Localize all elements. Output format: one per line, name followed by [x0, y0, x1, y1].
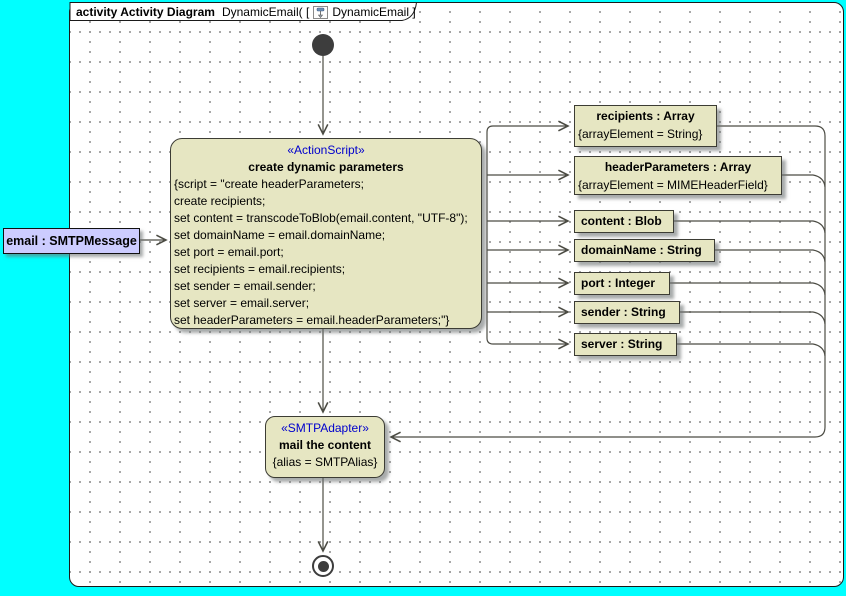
frame-heading: activity Activity Diagram DynamicEmail( …: [76, 4, 416, 20]
frame-heading-kind: activity Activity Diagram: [76, 5, 215, 19]
output-pin-sender-label: sender : String: [581, 305, 666, 319]
edge-create-to-output-pins[interactable]: [486, 120, 570, 350]
frame-heading-ref: DynamicEmail ]: [332, 5, 416, 19]
output-pin-domainname[interactable]: domainName : String: [574, 239, 715, 262]
output-pin-headerparameters-label: headerParameters : Array: [604, 160, 752, 174]
output-pin-domainname-label: domainName : String: [581, 243, 702, 257]
action-create-name: create dynamic parameters: [248, 160, 404, 174]
action-create-script-line: set sender = email.sender;: [174, 279, 316, 293]
output-pin-port-label: port : Integer: [581, 276, 655, 290]
input-pin-email-label: email : SMTPMessage: [6, 234, 137, 248]
initial-node[interactable]: [312, 34, 334, 56]
activity-final-node-dot: [317, 560, 329, 572]
output-pin-recipients[interactable]: recipients : Array {arrayElement = Strin…: [574, 105, 717, 147]
input-pin-email[interactable]: email : SMTPMessage: [3, 228, 140, 254]
action-create-stereotype: «ActionScript»: [287, 143, 365, 157]
action-create-script-line: set content = transcodeToBlob(email.cont…: [174, 211, 468, 225]
output-pin-content-label: content : Blob: [581, 214, 662, 228]
output-pin-recipients-constraint: {arrayElement = String}: [578, 127, 703, 141]
action-create-script-line: set server = email.server;: [174, 296, 310, 310]
frame-heading-name: DynamicEmail( [: [221, 5, 310, 19]
output-pin-server-label: server : String: [581, 337, 663, 351]
activity-final-node[interactable]: [312, 555, 334, 577]
output-pin-server[interactable]: server : String: [574, 333, 677, 356]
output-pin-content[interactable]: content : Blob: [574, 210, 674, 233]
output-pin-headerparameters-constraint: {arrayElement = MIMEHeaderField}: [578, 178, 768, 192]
action-mail-stereotype: «SMTPAdapter»: [281, 421, 369, 435]
action-create-script-line: set recipients = email.recipients;: [174, 262, 346, 276]
action-mail-constraint: {alias = SMTPAlias}: [272, 455, 378, 469]
output-pin-sender[interactable]: sender : String: [574, 301, 680, 324]
action-create-script-line: create recipients;: [174, 194, 266, 208]
action-mail-the-content[interactable]: «SMTPAdapter» mail the content {alias = …: [265, 416, 385, 478]
output-pin-headerparameters[interactable]: headerParameters : Array {arrayElement =…: [574, 156, 782, 195]
action-create-script-line: set port = email.port;: [174, 245, 284, 259]
edge-output-pins-to-mail[interactable]: [389, 125, 826, 443]
output-pin-port[interactable]: port : Integer: [574, 272, 670, 295]
action-create-script-line: set domainName = email.domainName;: [174, 228, 386, 242]
action-create-script-line: {script = "create headerParameters;: [174, 177, 365, 191]
output-pin-recipients-label: recipients : Array: [596, 109, 695, 123]
action-create-script-line: set headerParameters = email.headerParam…: [174, 313, 450, 327]
action-create-dynamic-parameters[interactable]: «ActionScript» create dynamic parameters…: [170, 138, 482, 329]
activity-diagram-icon: [313, 5, 329, 19]
action-mail-name: mail the content: [278, 438, 371, 452]
frame-heading-tab: [69, 2, 418, 21]
